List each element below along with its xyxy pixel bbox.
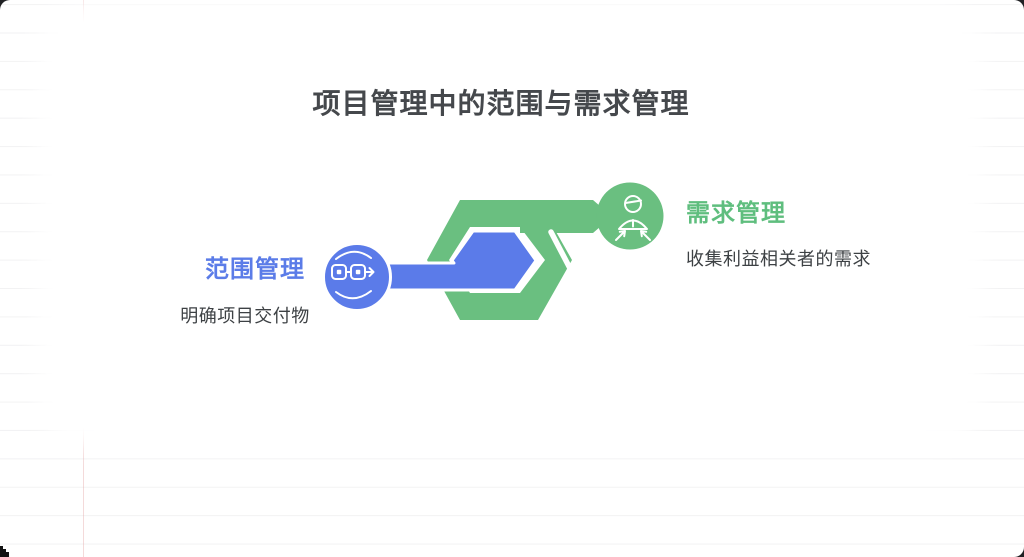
corner-artifact <box>0 546 9 557</box>
page-title: 项目管理中的范围与需求管理 <box>312 87 690 120</box>
interlock-seam <box>548 229 577 279</box>
scope-bar-hexagon <box>350 229 538 292</box>
green-connector-arm <box>520 200 612 258</box>
requirements-label: 需求管理 <box>686 199 786 227</box>
scope-label: 范围管理 <box>205 255 305 283</box>
requirements-description: 收集利益相关者的需求 <box>686 249 871 270</box>
person-collect-icon <box>615 195 651 241</box>
requirements-shape <box>596 182 664 250</box>
scope-circle <box>322 242 392 312</box>
process-flow-icon <box>331 250 375 300</box>
requirements-circle <box>596 182 664 250</box>
scope-description: 明确项目交付物 <box>180 306 310 327</box>
